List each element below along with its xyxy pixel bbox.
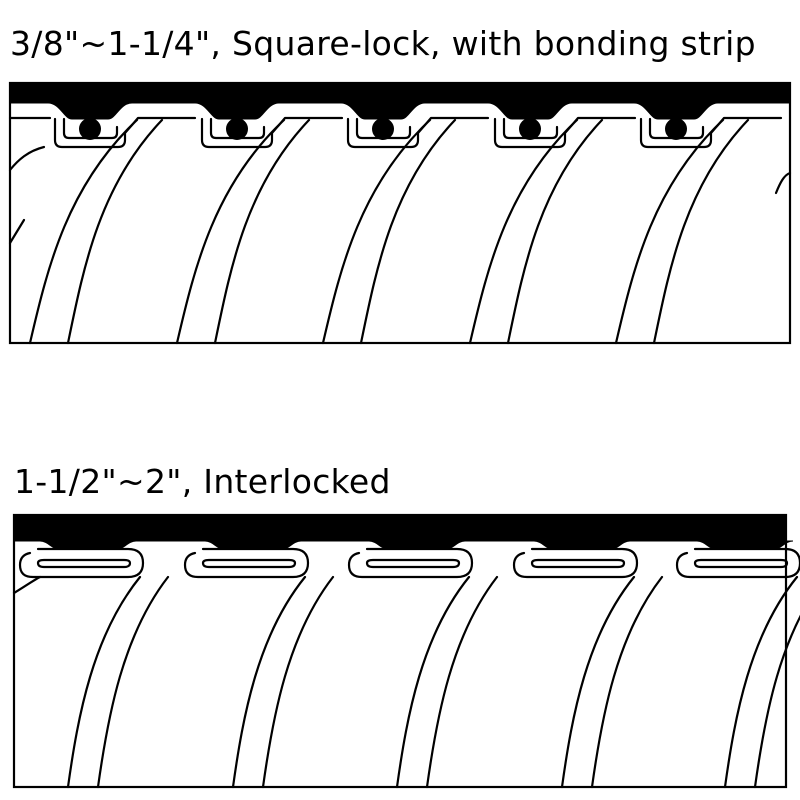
helix-stub-end [774, 171, 792, 195]
helix-line-inner-5 [652, 118, 750, 345]
conduit-frame [8, 81, 792, 345]
interlock-fold-outer-5 [675, 547, 800, 579]
bonding-wire-4 [519, 118, 541, 140]
outer-jacket [9, 82, 791, 120]
helix-line-inner-4 [590, 575, 664, 789]
interlock-fold-outer-3 [347, 547, 474, 579]
bonding-wire-3 [372, 118, 394, 140]
title-interlocked: 1-1/2"~2", Interlocked [14, 462, 391, 501]
title-square-lock: 3/8"~1-1/4", Square-lock, with bonding s… [10, 24, 756, 63]
helix-stub-start [8, 145, 46, 172]
interlock-fold-outer-1 [18, 547, 145, 579]
bonding-wire-5 [665, 118, 687, 140]
interlocked-conduit-diagram [12, 513, 800, 789]
lock-channel-outer-4 [493, 116, 637, 149]
interlock-fold-inner-5 [693, 558, 789, 569]
helix-line-outer-4 [468, 118, 579, 345]
lock-channel-outer-2 [200, 116, 344, 149]
lock-channel-outer-3 [346, 116, 490, 149]
interlock-fold-inner-3 [365, 558, 461, 569]
helix-line-outer-2 [231, 575, 307, 789]
helix-line-outer-1 [66, 575, 142, 789]
interlock-fold-outer-2 [183, 547, 310, 579]
lock-channel-outer-1 [53, 116, 197, 149]
conduit-frame [12, 513, 788, 789]
square-lock-conduit-diagram [8, 81, 792, 345]
helix-line-outer-5 [723, 575, 799, 789]
helix-line-outer-5 [614, 118, 725, 345]
interlock-fold-outer-4 [512, 547, 639, 579]
helix-line-inner-2 [261, 575, 335, 789]
helix-line-inner-5 [753, 614, 800, 789]
helix-line-inner-3 [359, 118, 457, 345]
helix-line-outer-1 [28, 118, 139, 345]
lock-channel-outer-5 [639, 116, 783, 149]
helix-line-outer-2 [175, 118, 286, 345]
interlock-fold-inner-4 [530, 558, 626, 569]
helix-stub-left [8, 218, 26, 245]
helix-line-inner-1 [66, 118, 164, 345]
interlock-fold-inner-2 [201, 558, 297, 569]
helix-line-inner-4 [506, 118, 604, 345]
bonding-wire-1 [79, 118, 101, 140]
helix-line-inner-2 [213, 118, 311, 345]
interlock-fold-inner-1 [36, 558, 132, 569]
helix-line-outer-3 [321, 118, 432, 345]
helix-line-outer-4 [560, 575, 636, 789]
helix-line-inner-1 [96, 575, 170, 789]
bonding-wire-2 [226, 118, 248, 140]
helix-line-inner-3 [425, 575, 499, 789]
helix-line-outer-3 [395, 575, 471, 789]
helix-stub-start [12, 575, 42, 595]
